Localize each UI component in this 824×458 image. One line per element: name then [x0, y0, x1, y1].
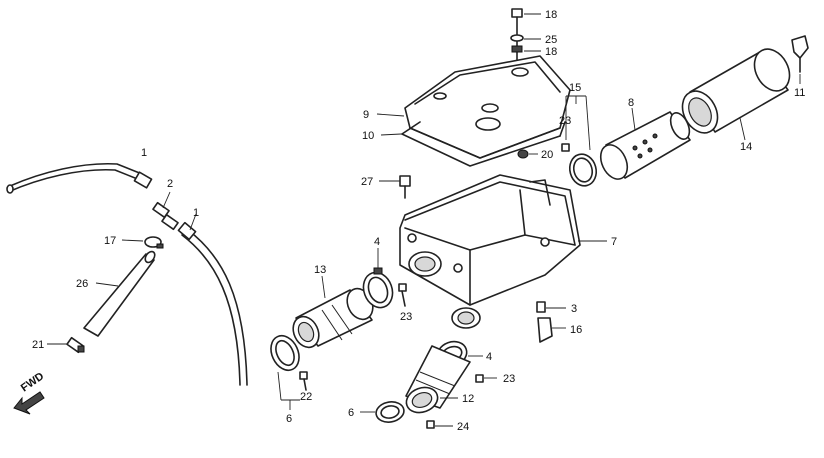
hose-26: [83, 250, 156, 337]
callout-20: 20: [541, 149, 553, 161]
screw-22: [299, 371, 308, 391]
callout-8: 8: [628, 97, 634, 109]
callout-24: 24: [457, 421, 469, 433]
callout-18-bottom: 18: [545, 46, 557, 58]
callout-3: 3: [571, 303, 577, 315]
callout-1-left: 1: [141, 147, 147, 159]
air-cleaner-cover-9: [376, 55, 571, 159]
screw-23-top: [561, 143, 570, 152]
callout-14: 14: [740, 141, 752, 153]
callout-23-low: 23: [503, 373, 515, 385]
screw-23-mid: [398, 283, 407, 307]
callout-4-lower: 4: [486, 351, 492, 363]
callout-6-left: 6: [286, 413, 292, 425]
clip-17: [121, 236, 164, 249]
fwd-label: FWD: [19, 370, 46, 394]
bolt-27: [379, 175, 411, 199]
callout-26: 26: [76, 278, 88, 290]
callout-22: 22: [300, 391, 312, 403]
callout-15: 15: [569, 82, 581, 94]
intake-tube-12: [405, 345, 471, 414]
clip-11: [791, 35, 809, 84]
callout-25: 25: [545, 34, 557, 46]
clamp-4-upper: [362, 248, 394, 309]
screw-24: [426, 420, 453, 429]
clamp-15: [565, 95, 598, 187]
air-cleaner-case-7: [399, 174, 607, 329]
callout-1-right: 1: [193, 207, 199, 219]
callout-13: 13: [314, 264, 326, 276]
callout-6-lower: 6: [348, 407, 354, 419]
callout-2: 2: [167, 178, 173, 190]
callout-23-mid: 23: [400, 311, 412, 323]
callout-12: 12: [462, 393, 474, 405]
clamp-6-lower: [360, 401, 405, 423]
grommet-20: [517, 149, 538, 159]
callout-16: 16: [570, 324, 582, 336]
screw-23-low: [475, 374, 497, 383]
callout-21: 21: [32, 339, 44, 351]
gasket-10: [380, 121, 566, 167]
drain-plug-16: [537, 317, 566, 343]
clamp-6-left: [270, 334, 300, 410]
t-joint-2: [152, 191, 179, 231]
callout-27: 27: [361, 176, 373, 188]
element-holder-8: [599, 107, 691, 180]
callout-17: 17: [104, 235, 116, 247]
bolt-18-stack: [510, 8, 541, 61]
callout-18-top: 18: [545, 9, 557, 21]
breather-hose-1-left: [6, 162, 153, 194]
callout-7: 7: [611, 236, 617, 248]
callout-23-top: 23: [559, 115, 571, 127]
callout-11: 11: [794, 87, 805, 99]
breather-hose-1-right: [177, 213, 248, 386]
callout-4-upper: 4: [374, 236, 380, 248]
air-filter-element-14: [681, 48, 791, 141]
screw-3: [536, 301, 566, 313]
fwd-arrow-icon: [13, 391, 45, 415]
connecting-tube-13: [292, 275, 374, 349]
callout-9: 9: [363, 109, 369, 121]
plug-21: [47, 336, 85, 354]
callout-10: 10: [362, 130, 374, 142]
